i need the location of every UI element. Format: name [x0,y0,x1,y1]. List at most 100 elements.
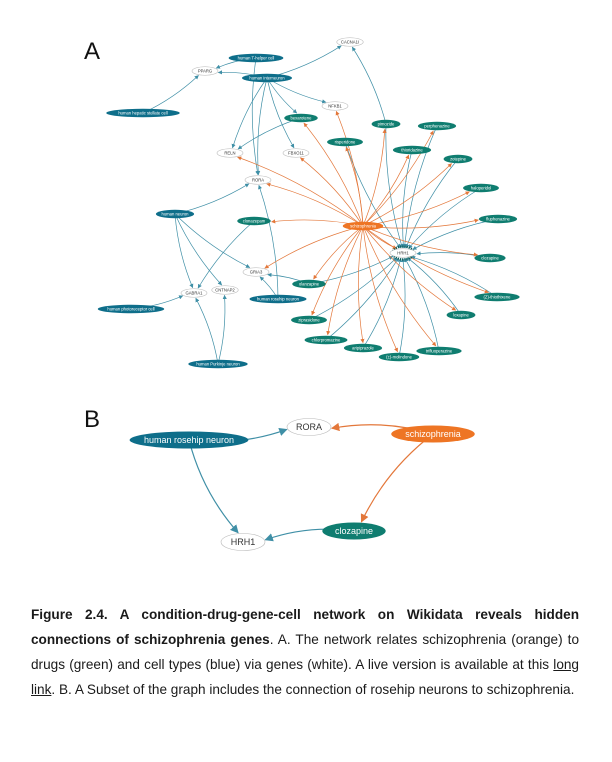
net-a-node-shape-thioridazine [392,145,432,155]
net-a-edge-ziprasidone-hrh1 [308,257,398,321]
net-a-node-aripiprazole[interactable]: aripiprazole [343,343,383,353]
net-a-edge-zotepine-hrh1 [405,158,459,249]
net-a-node-olanzapine[interactable]: olanzapine [292,279,326,289]
net-a-node-cacna1i[interactable]: CACNA1I [336,37,364,47]
net-a-edge-schizophrenia-chlorpromazine [326,225,364,336]
net-a-edge-rosehip-rora [258,184,279,300]
net-a-edge-schizophrenia-thioridazine [362,154,410,227]
net-a-edge-thioridazine-hrh1 [401,149,413,249]
net-a-node-human-hepatic-stellate-cell[interactable]: human hepatic stellate cell [106,108,180,118]
net-a-edge-chlorpromazine-hrh1 [325,257,400,341]
net-a-node-label-human-photoreceptor-cell: human photoreceptor cell [107,306,154,311]
net-a-node-label-olanzapine: olanzapine [299,281,320,286]
net-a-node-shape-human-rosehip-neuron [249,294,307,304]
net-a-node-label-loxapine: loxapine [453,312,469,317]
net-a-edge-schizophrenia-molindone [362,225,398,353]
net-b-node-shape-hrh1 [220,533,266,551]
net-a-node-ziprasidone[interactable]: ziprasidone [291,315,327,325]
net-a-node-haloperidol[interactable]: haloperidol [463,183,499,193]
net-a-edge-risperidone-hrh1 [344,141,401,249]
net-a-node-human-t-helper-cell[interactable]: human T-helper cell [228,53,284,63]
net-a-node-label-human-t-helper-cell: human T-helper cell [238,55,275,60]
net-a-node-label-z-thiothixene: (Z)-thiothixene [484,294,512,299]
net-a-node-clozapine[interactable]: clozapine [474,253,506,263]
net-a-node-schizophrenia[interactable]: schizophrenia [342,221,384,231]
net-a-node-label-fluphenazine: fluphenazine [486,216,510,221]
net-a-edge-olanzapine-hrh1 [308,256,394,285]
net-a-node-perphenazine[interactable]: perphenazine [417,121,457,131]
net-a-node-risperidone[interactable]: risperidone [327,137,363,147]
net-b-node-schizophrenia[interactable]: schizophrenia [391,425,475,443]
net-a-node-shape-risperidone [327,137,363,147]
net-a-node-zotepine[interactable]: zotepine [443,154,473,164]
net-a-node-shape-zotepine [443,154,473,164]
caption-text-1: . A. The network relates schizophrenia (… [31,632,580,672]
net-a-node-clonazepam[interactable]: clonazepam [237,216,271,226]
net-a-edge-trifluoperazine-hrh1 [404,257,440,352]
caption-long-link[interactable]: long link [31,657,579,697]
net-a-node-human-rosehip-neuron[interactable]: human rosehip neuron [249,294,307,304]
net-a-edge-pimozide-hrh1 [385,123,404,249]
caption-text-2: . B. A Subset of the graph includes the … [51,682,575,697]
net-a-node-trifluoperazine[interactable]: trifluoperazine [416,346,462,356]
net-a-node-gria3[interactable]: GRIA3 [242,267,270,277]
net-a-edge-humanneuron-gabra1 [174,213,194,289]
net-a-node-reln[interactable]: RELN [216,148,244,158]
net-a-node-shape-z-thiothixene [474,292,520,302]
net-a-node-z-thiothixene[interactable]: (Z)-thiothixene [474,292,520,302]
net-a-node-shape-gria3 [242,267,270,277]
net-a-edge-purkinje-cntnap2 [217,294,227,365]
net-a-node-shape-molindone [378,352,420,362]
net-a-edge-interneuron-rora [256,77,268,176]
net-a-edge-stellate-pparg [142,75,199,114]
network-b-nodes: human rosehip neuron RORA schizophreniaHRH… [129,418,475,551]
net-b-node-hrh1[interactable]: HRH1 [220,533,266,551]
net-a-node-label-gabra1: GABRA1 [186,290,204,295]
net-a-node-label-clonazepam: clonazepam [243,218,266,223]
net-a-node-gabra1[interactable]: GABRA1 [180,288,208,298]
net-a-node-fbxo11[interactable]: FBXO11 [282,148,310,158]
net-a-node-human-neuron[interactable]: human neuron [155,209,195,219]
net-a-edge-schizophrenia-reln [237,156,364,227]
net-b-node-human-rosehip-neuron[interactable]: human rosehip neuron [129,431,249,449]
net-a-edge-haloperidol-hrh1 [408,187,482,249]
net-a-node-human-interneuron[interactable]: human interneuron [242,73,292,83]
net-a-node-shape-human-neuron [155,209,195,219]
net-a-node-rora[interactable]: RORA [244,175,272,185]
net-a-node-fluphenazine[interactable]: fluphenazine [478,214,518,224]
net-a-node-molindone[interactable]: (±)-molindone [378,352,420,362]
net-a-edge-humanneuron-gria3 [174,213,251,268]
net-a-edge-schizophrenia-pimozide [362,128,387,227]
net-b-node-shape-clozapine [322,522,386,540]
net-a-node-bexarotene[interactable]: bexarotene [284,113,318,123]
net-a-node-human-photoreceptor-cell[interactable]: human photoreceptor cell [97,304,165,314]
net-a-edge-loxapine-hrh1 [407,257,462,316]
net-a-node-hrh1[interactable]: HRH1 [389,248,417,258]
net-a-node-thioridazine[interactable]: thioridazine [392,145,432,155]
net-a-edge-thiothixene-hrh1 [410,255,498,298]
net-a-node-human-purkinje-neuron[interactable]: human Purkinje neuron [188,359,248,369]
net-a-node-nfkb1[interactable]: NFKB1 [321,101,349,111]
net-a-node-shape-olanzapine [292,279,326,289]
net-a-edge-schizophrenia-zotepine [362,163,452,227]
net-a-node-cntnap2[interactable]: CNTNAP2 [211,285,239,295]
net-a-node-label-thioridazine: thioridazine [401,147,423,152]
net-a-node-chlorpromazine[interactable]: chlorpromazine [304,335,348,345]
net-a-node-label-cntnap2: CNTNAP2 [215,287,235,292]
net-a-node-loxapine[interactable]: loxapine [446,310,476,320]
net-b-node-clozapine[interactable]: clozapine [322,522,386,540]
net-a-edge-interneuron-fbxo11 [266,77,295,149]
net-a-node-label-gria3: GRIA3 [250,269,263,274]
net-a-edge-schizophrenia-rora [266,182,364,227]
net-a-node-shape-schizophrenia [342,221,384,231]
net-a-node-pparg[interactable]: PPARG [191,66,219,76]
net-b-node-label-hrh1: HRH1 [231,537,256,547]
net-a-node-pimozide[interactable]: pimozide [371,119,401,129]
net-a-edge-purkinje-gabra1 [195,297,219,365]
net-a-node-label-human-purkinje-neuron: human Purkinje neuron [196,361,240,366]
net-b-node-rora[interactable]: RORA [286,418,332,436]
net-a-node-shape-bexarotene [284,113,318,123]
net-a-node-label-human-neuron: human neuron [161,211,189,216]
net-a-node-shape-human-photoreceptor-cell [97,304,165,314]
